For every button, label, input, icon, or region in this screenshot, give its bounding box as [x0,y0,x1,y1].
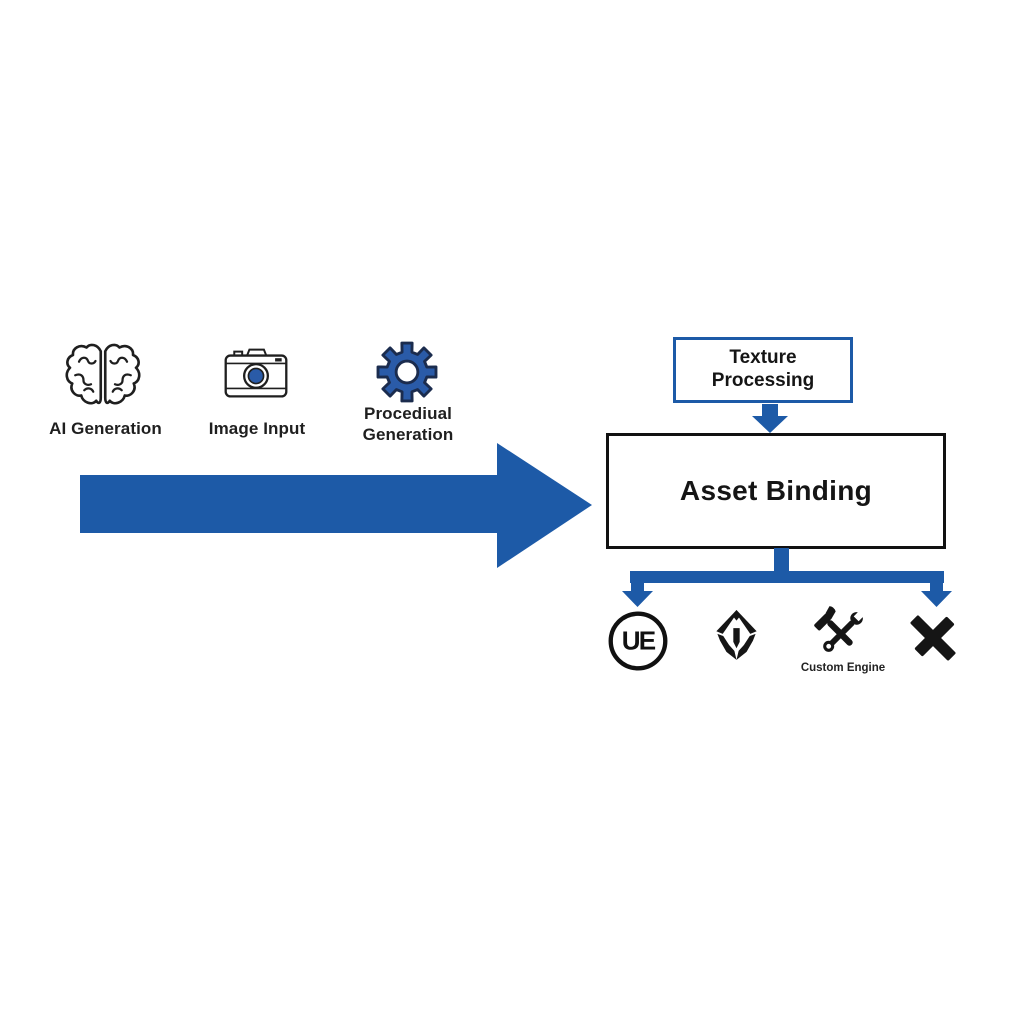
branch-connector [622,548,952,607]
custom-engine-tools-icon [814,606,863,652]
asset-binding-label: Asset Binding [679,475,873,506]
texture-to-asset-arrow [752,404,788,433]
camera-icon [224,348,288,398]
input-label-image-input: Image Input [208,419,306,438]
texture-processing-label: Texture Processing [711,347,815,391]
unreal-engine-letters: UE [622,626,656,656]
texture-processing-box: Texture Processing [673,337,853,403]
hammer-icon [814,606,853,646]
shield-engine-icon [716,610,757,660]
custom-engine-label: Custom Engine [800,662,886,674]
gear-icon [376,341,438,403]
wrench-icon [823,612,863,652]
x-engine-icon [910,615,956,661]
brain-icon [65,343,141,405]
asset-binding-box: Asset Binding [606,433,946,549]
unreal-engine-icon: UE [608,611,668,671]
flow-arrow [80,443,592,568]
input-label-ai-generation: AI Generation [49,419,162,438]
input-label-procedural-generation: Procediual Generation [362,404,454,444]
